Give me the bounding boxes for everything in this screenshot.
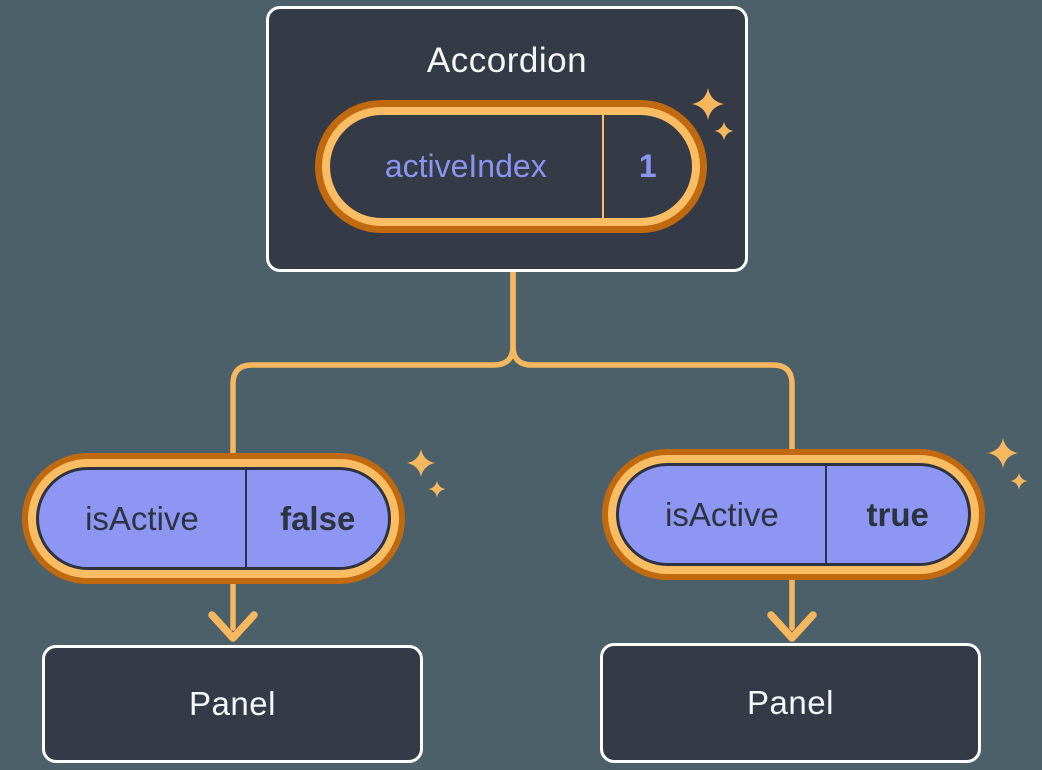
state-pill-outer-ring: activeIndex 1 (315, 100, 707, 233)
sparkle-icon (714, 121, 734, 141)
state-pill: activeIndex 1 (315, 100, 707, 233)
sparkle-icon (1010, 472, 1028, 490)
prop-name-label: isActive (85, 499, 199, 537)
pill-divider (244, 470, 248, 567)
state-pill-inner-ring: activeIndex 1 (322, 107, 700, 226)
state-name-label: activeIndex (384, 148, 547, 184)
panel-title: Panel (747, 684, 834, 721)
accordion-title: Accordion (426, 41, 588, 80)
prop-pill-core: isActive true (616, 463, 971, 566)
arrow-down-icon (767, 611, 817, 642)
prop-value: false (280, 499, 356, 537)
pill-divider (824, 466, 828, 563)
sparkle-icon (692, 88, 724, 120)
prop-pill-outer-ring: isActive false (22, 453, 405, 584)
prop-pill-inner-ring: isActive true (608, 455, 979, 574)
sparkle-icon (428, 480, 446, 498)
pill-divider (601, 115, 604, 218)
prop-pill-left: isActive false (22, 453, 405, 584)
prop-value: true (866, 495, 929, 533)
panel-node-left: Panel (42, 645, 423, 763)
prop-name-label: isActive (665, 495, 779, 533)
arrow-down-icon (208, 611, 258, 642)
branch-line-right (510, 269, 795, 631)
sparkle-icon (988, 438, 1018, 468)
sparkle-icon (406, 448, 436, 478)
prop-pill-right: isActive true (602, 449, 985, 580)
panel-node-right: Panel (600, 643, 981, 763)
prop-pill-core: isActive false (36, 467, 391, 570)
panel-title: Panel (189, 685, 276, 722)
prop-pill-inner-ring: isActive false (28, 459, 399, 578)
state-value: 1 (638, 148, 657, 184)
state-pill-core: activeIndex 1 (330, 115, 692, 218)
prop-pill-outer-ring: isActive true (602, 449, 985, 580)
